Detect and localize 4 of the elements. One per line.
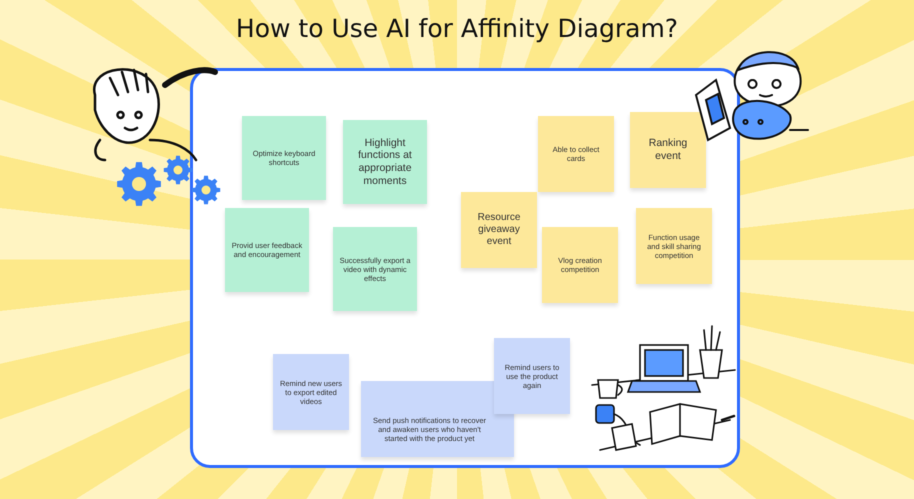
sticky-note: Resource giveaway event xyxy=(461,192,537,268)
sticky-note: Ranking event xyxy=(630,112,706,188)
sticky-note: Highlight functions at appropriate moments xyxy=(343,120,427,204)
title: How to Use AI for Affinity Diagram? xyxy=(236,14,678,43)
